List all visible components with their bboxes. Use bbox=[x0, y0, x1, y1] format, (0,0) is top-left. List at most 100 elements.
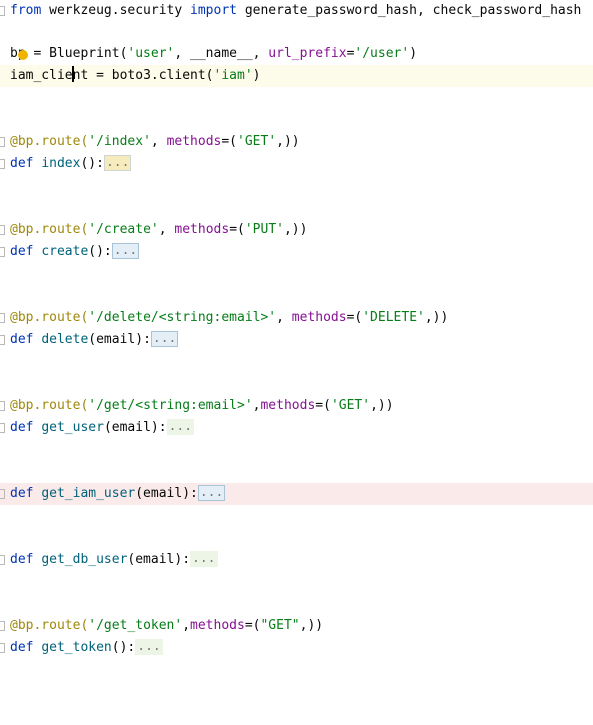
code-line-def-index[interactable]: def index():... bbox=[0, 153, 593, 175]
code-token: ,)) bbox=[299, 618, 324, 633]
folded-code-button[interactable]: ... bbox=[197, 485, 226, 501]
fold-marker-icon[interactable] bbox=[0, 555, 5, 565]
code-token: (email): bbox=[135, 486, 198, 501]
code-text: @bp.route('/get/<string:email>',methods=… bbox=[10, 395, 394, 417]
code-text: def delete(email):... bbox=[10, 329, 179, 351]
code-token: = boto3.client( bbox=[88, 68, 214, 83]
code-token: ,)) bbox=[283, 222, 308, 237]
fold-marker-icon[interactable] bbox=[0, 247, 5, 257]
string-literal: '/get_token' bbox=[88, 618, 183, 633]
code-token: (email): bbox=[103, 420, 167, 435]
code-text: def get_iam_user(email):... bbox=[10, 483, 226, 505]
code-line-def-get-db-user[interactable]: def get_db_user(email):... bbox=[0, 549, 593, 571]
folded-code-button[interactable]: ... bbox=[190, 551, 218, 567]
variable-iam-client-end: nt bbox=[72, 68, 89, 83]
decorator: @bp.route( bbox=[10, 618, 89, 633]
code-line-route-delete[interactable]: @bp.route('/delete/<string:email>', meth… bbox=[0, 307, 593, 329]
string-literal: "GET" bbox=[260, 618, 300, 633]
code-text: iam_client = boto3.client('iam') bbox=[10, 65, 260, 87]
folded-code-button[interactable]: ... bbox=[150, 331, 179, 347]
code-line-def-create[interactable]: def create():... bbox=[0, 241, 593, 263]
code-text: def get_db_user(email):... bbox=[10, 549, 218, 571]
folded-code-button[interactable]: ... bbox=[166, 419, 195, 435]
code-line-import[interactable]: from werkzeug.security import generate_p… bbox=[0, 0, 593, 22]
string-literal: '/create' bbox=[88, 222, 159, 237]
keyword-argument: methods bbox=[260, 398, 316, 413]
code-text: from werkzeug.security import generate_p… bbox=[10, 0, 581, 22]
text-caret bbox=[71, 66, 74, 82]
lightbulb-icon[interactable] bbox=[18, 50, 28, 60]
code-text: def index():... bbox=[10, 153, 132, 175]
keyword-def: def bbox=[10, 244, 34, 259]
code-token: (): bbox=[111, 640, 136, 655]
folded-code-button[interactable]: ... bbox=[103, 155, 132, 171]
keyword-def: def bbox=[10, 640, 34, 655]
code-line-blueprint[interactable]: bp = Blueprint('user', __name__, url_pre… bbox=[0, 43, 593, 65]
code-text: @bp.route('/delete/<string:email>', meth… bbox=[10, 307, 448, 329]
keyword-argument: methods bbox=[291, 310, 347, 325]
string-literal: 'iam' bbox=[213, 68, 253, 83]
folded-code-button[interactable]: ... bbox=[111, 243, 140, 259]
decorator: @bp.route( bbox=[10, 398, 89, 413]
fold-marker-icon[interactable] bbox=[0, 137, 5, 147]
keyword-from: from bbox=[10, 3, 42, 18]
code-line-route-get[interactable]: @bp.route('/get/<string:email>',methods=… bbox=[0, 395, 593, 417]
imported-names: generate_password_hash, check_password_h… bbox=[237, 3, 582, 18]
decorator: @bp.route( bbox=[10, 310, 89, 325]
fold-marker-icon[interactable] bbox=[0, 423, 5, 433]
fold-marker-icon[interactable] bbox=[0, 401, 5, 411]
keyword-argument: methods bbox=[166, 134, 222, 149]
code-token: = bbox=[346, 46, 355, 61]
code-token: =( bbox=[315, 398, 331, 413]
code-editor[interactable]: from werkzeug.security import generate_p… bbox=[0, 0, 593, 658]
fold-marker-icon[interactable] bbox=[0, 335, 5, 345]
code-line-def-get-token[interactable]: def get_token():... bbox=[0, 637, 593, 659]
string-literal: '/delete/<string:email>' bbox=[88, 310, 277, 325]
keyword-def: def bbox=[10, 486, 34, 501]
fold-marker-icon[interactable] bbox=[0, 225, 5, 235]
string-literal: '/index' bbox=[88, 134, 151, 149]
code-line-route-create[interactable]: @bp.route('/create', methods=('PUT',)) bbox=[0, 219, 593, 241]
code-text: @bp.route('/get_token',methods=("GET",)) bbox=[10, 615, 323, 637]
code-text: bp = Blueprint('user', __name__, url_pre… bbox=[10, 43, 417, 65]
keyword-def: def bbox=[10, 332, 34, 347]
fold-marker-icon[interactable] bbox=[0, 621, 5, 631]
code-line-def-get-user[interactable]: def get_user(email):... bbox=[0, 417, 593, 439]
code-text: @bp.route('/create', methods=('PUT',)) bbox=[10, 219, 307, 241]
code-token: (): bbox=[80, 156, 104, 171]
fold-marker-icon[interactable] bbox=[0, 489, 5, 499]
string-literal: 'PUT' bbox=[244, 222, 284, 237]
keyword-argument: methods bbox=[190, 618, 245, 633]
function-name: get_db_user bbox=[41, 552, 128, 567]
code-line-def-delete[interactable]: def delete(email):... bbox=[0, 329, 593, 351]
code-text: def get_user(email):... bbox=[10, 417, 195, 439]
function-name: index bbox=[41, 156, 81, 171]
code-line-route-index[interactable]: @bp.route('/index', methods=('GET',)) bbox=[0, 131, 593, 153]
string-literal: 'GET' bbox=[330, 398, 371, 413]
code-token: (email): bbox=[88, 332, 151, 347]
code-token: (email): bbox=[127, 552, 191, 567]
string-literal: 'DELETE' bbox=[362, 310, 425, 325]
code-token: , bbox=[276, 310, 292, 325]
code-text: @bp.route('/index', methods=('GET',)) bbox=[10, 131, 300, 153]
folded-code-button[interactable]: ... bbox=[135, 639, 163, 655]
code-text: def get_token():... bbox=[10, 637, 163, 659]
function-name: create bbox=[41, 244, 89, 259]
code-token: =( bbox=[229, 222, 245, 237]
code-line-iam-client[interactable]: iam_client = boto3.client('iam') bbox=[0, 65, 593, 87]
fold-marker-icon[interactable] bbox=[0, 643, 5, 653]
code-line-def-get-iam-user[interactable]: def get_iam_user(email):... bbox=[0, 483, 593, 505]
keyword-def: def bbox=[10, 420, 34, 435]
fold-marker-icon[interactable] bbox=[0, 159, 5, 169]
decorator: @bp.route( bbox=[10, 222, 89, 237]
fold-marker-icon[interactable] bbox=[0, 313, 5, 323]
function-name: get_iam_user bbox=[41, 486, 136, 501]
code-token: , bbox=[158, 222, 175, 237]
code-line-route-get-token[interactable]: @bp.route('/get_token',methods=("GET",)) bbox=[0, 615, 593, 637]
keyword-argument: methods bbox=[174, 222, 230, 237]
string-literal: '/get/<string:email>' bbox=[88, 398, 253, 413]
code-text: def create():... bbox=[10, 241, 140, 263]
function-name: get_user bbox=[41, 420, 104, 435]
fold-marker-icon[interactable] bbox=[0, 6, 5, 16]
code-token: , bbox=[252, 398, 261, 413]
